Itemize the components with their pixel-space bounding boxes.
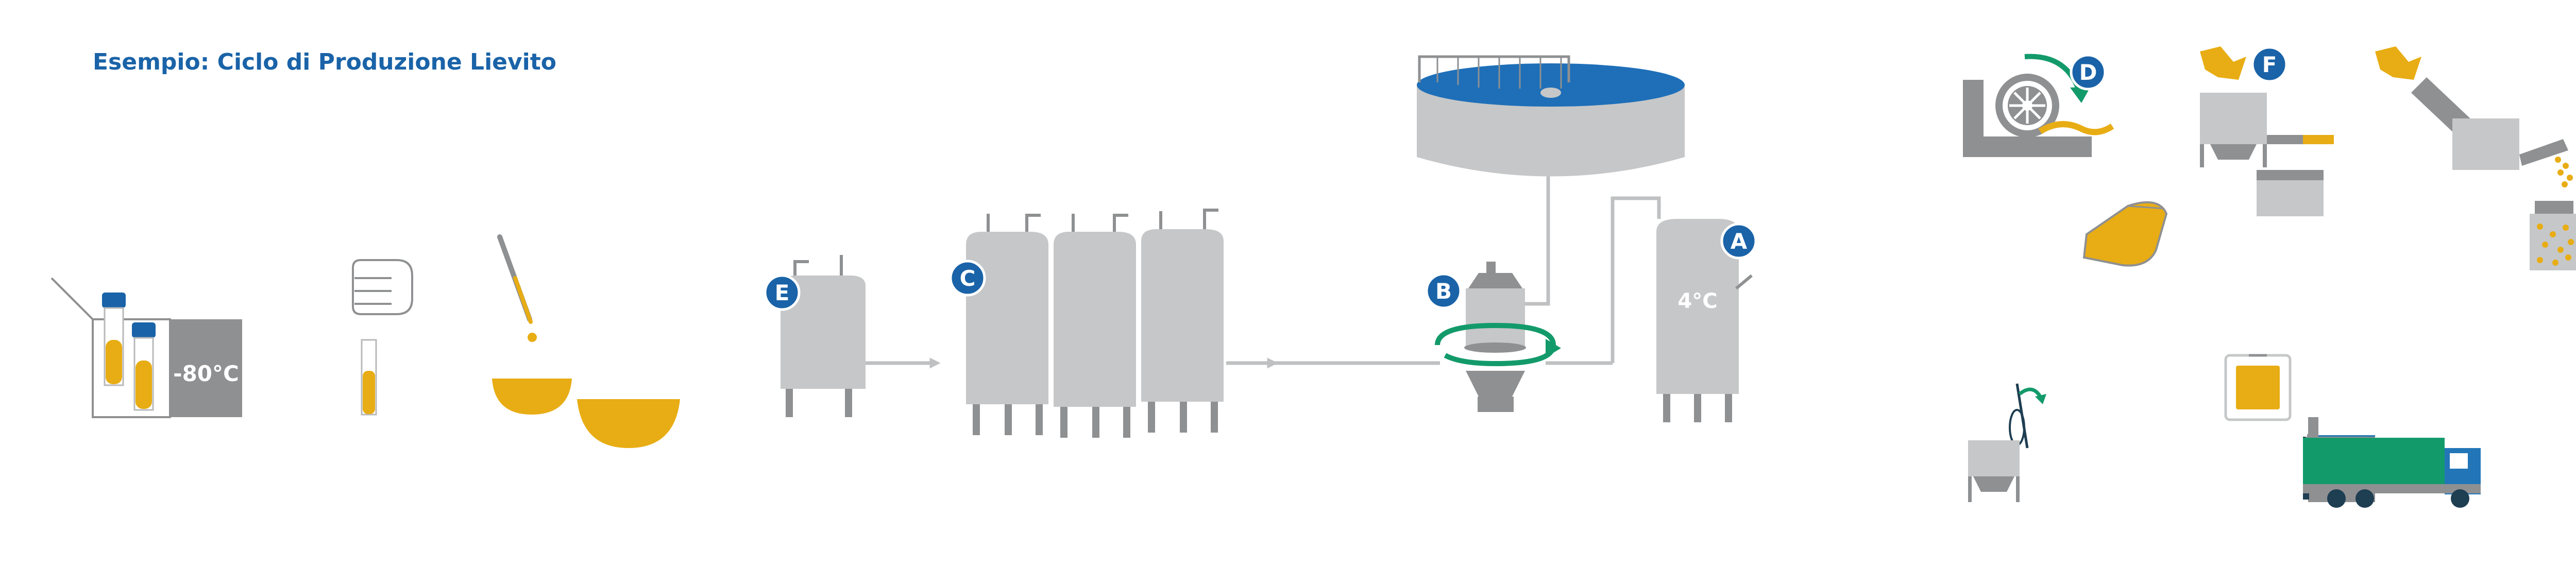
cold-storage-tank-icon: 4°C	[1656, 219, 1753, 422]
badge-E: E	[764, 274, 801, 311]
small-tank-icon	[781, 255, 866, 417]
wastewater-pond-icon	[1417, 55, 1685, 177]
svg-text:B: B	[1435, 279, 1452, 304]
svg-text:C: C	[960, 266, 976, 291]
rotary-drum-filter-icon	[1963, 54, 2114, 157]
gloved-hand-test-tube-icon	[352, 259, 413, 416]
diagram-title: Esempio: Ciclo di Produzione Lievito	[93, 49, 557, 75]
yeast-block-icon	[2224, 354, 2292, 421]
process-piping	[866, 143, 1661, 369]
centrifuge-separator-icon	[1435, 262, 1561, 412]
fermenter-tanks-icon	[966, 209, 1224, 438]
freezer-temp-label: -80°C	[173, 361, 239, 386]
badge-D: D	[2070, 54, 2107, 91]
pipette-flask-icon	[492, 234, 680, 448]
test-tubes-freezer-icon: -80°C	[50, 277, 242, 418]
svg-text:F: F	[2262, 52, 2277, 77]
extruder-block-icon	[2200, 46, 2334, 216]
dryer-granule-icon	[2375, 46, 2576, 270]
svg-text:D: D	[2079, 60, 2097, 85]
badge-A: A	[1720, 222, 1757, 260]
delivery-truck-body	[2303, 438, 2481, 508]
svg-text:A: A	[1731, 229, 1748, 254]
yeast-bag-icon	[2082, 201, 2168, 267]
badge-F: F	[2251, 46, 2288, 83]
badge-C: C	[949, 260, 986, 297]
mixer-icon	[1968, 383, 2046, 502]
badge-B: B	[1425, 272, 1462, 310]
cold-temp-label: 4°C	[1677, 289, 1717, 313]
svg-text:E: E	[775, 280, 790, 305]
